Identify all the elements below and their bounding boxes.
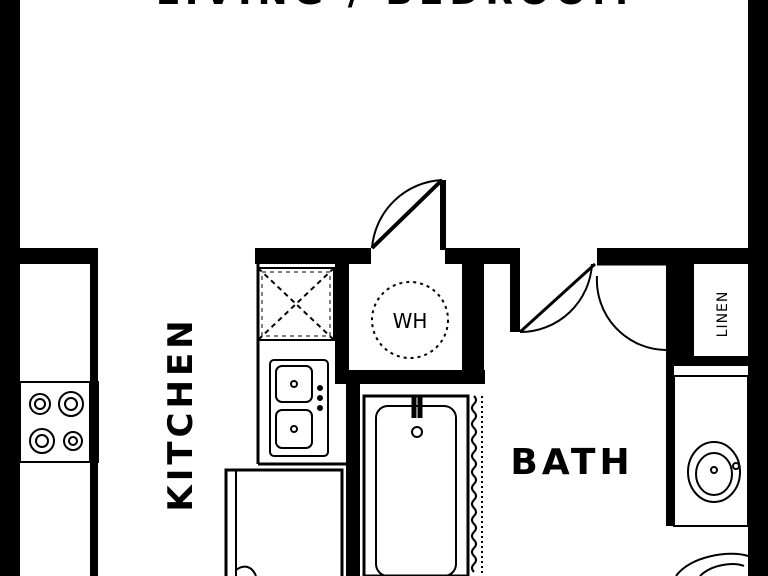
- wall-living-mid: [255, 248, 371, 264]
- wall-living-wh: [445, 248, 520, 264]
- wall-right: [748, 0, 768, 576]
- bathtub: [362, 394, 470, 576]
- wall-wh-left: [335, 264, 349, 384]
- stove: [19, 381, 99, 463]
- wall-wh-bottom: [335, 370, 485, 384]
- wh-door: [370, 178, 446, 250]
- vanity: [673, 375, 749, 527]
- shower-curtain: [471, 395, 483, 576]
- wall-living-left: [20, 248, 98, 264]
- wall-wh-right: [462, 264, 484, 384]
- bath-door: [518, 262, 597, 334]
- linen-label: LINEN: [715, 291, 731, 338]
- kitchen-label: KITCHEN: [161, 316, 201, 511]
- wall-left: [0, 0, 20, 576]
- living-room-label: LIVING / BEDROOM: [156, 0, 634, 13]
- water-heater-label: WH: [393, 309, 428, 333]
- kitchen-counter: [256, 264, 346, 466]
- wall-linen-bottom: [666, 356, 748, 366]
- burner-back-left: [29, 393, 51, 415]
- burner-front-right: [63, 431, 83, 451]
- wall-linen-left: [666, 264, 680, 356]
- wall-bath-door-jamb: [510, 264, 520, 332]
- burner-back-right: [58, 391, 84, 417]
- bath-label: BATH: [510, 442, 633, 483]
- doors: [370, 178, 667, 351]
- water-heater: WH: [371, 281, 449, 359]
- refrigerator: [224, 468, 344, 576]
- linen-door: [595, 262, 667, 351]
- toilet: [675, 552, 749, 576]
- kitchen-sink: [269, 359, 329, 457]
- wall-linen-inner: [680, 264, 694, 356]
- wall-living-right: [597, 248, 748, 264]
- wall-tub-left: [346, 384, 360, 576]
- wall-kitchen-counter: [90, 264, 98, 576]
- wall-vanity: [666, 366, 674, 526]
- burner-front-left: [29, 428, 55, 454]
